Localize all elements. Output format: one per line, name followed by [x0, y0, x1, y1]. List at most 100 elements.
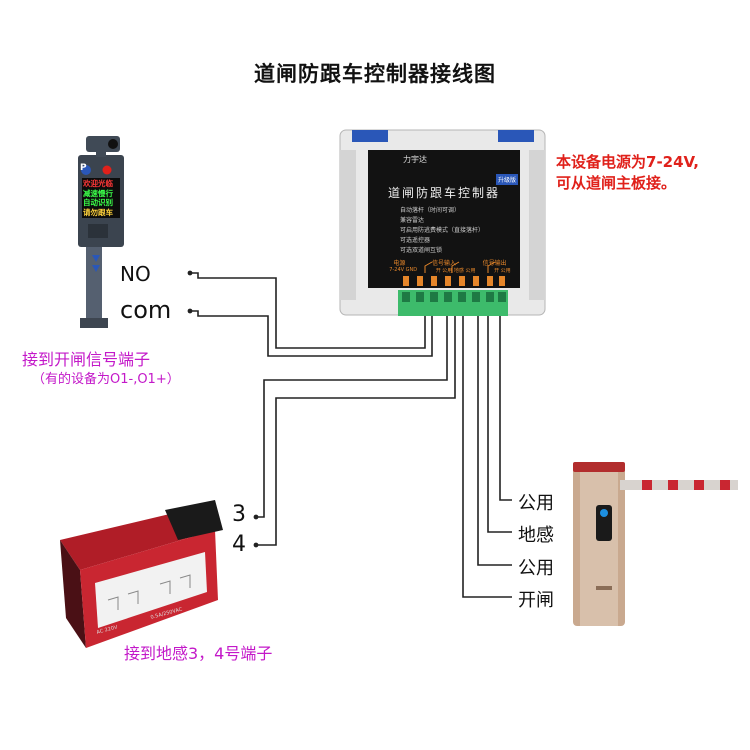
feature-item: 可选双道闸互锁 — [400, 247, 443, 254]
gate-logo-icon — [600, 509, 608, 517]
controller-header: 力宇达 — [403, 154, 488, 165]
terminal-sub-labels: 7-24V GND 开 公用 地感 公用 开 公用 — [380, 267, 520, 274]
controller-face — [368, 150, 520, 288]
wire-open — [462, 290, 512, 598]
terminal-screw — [486, 292, 494, 302]
dot-com — [187, 308, 193, 314]
feature-item: 兼容雷达 — [400, 217, 425, 224]
detector-side-left — [60, 540, 86, 648]
terminal-pin — [445, 276, 451, 286]
relay-contact — [424, 261, 433, 273]
dot-no — [187, 270, 193, 276]
arm-stripe — [720, 480, 730, 490]
gate-brand-plate — [596, 586, 612, 590]
wire-common-2 — [477, 290, 512, 566]
open-signal-subnote: （有的设备为O1-,O1+） — [32, 372, 180, 387]
pole-base — [80, 318, 108, 328]
wire-loop-4 — [256, 290, 456, 546]
terminal-pin — [403, 276, 409, 286]
label-loop: 地感 — [518, 525, 554, 546]
led-line: 减速慢行 — [83, 188, 113, 198]
relay-contact — [487, 261, 496, 273]
terminal-group-input: 信号输入 — [431, 260, 456, 267]
led-line: 请勿跟车 — [83, 207, 113, 217]
controller-brand: 力宇达 — [403, 155, 427, 164]
terminal-sub-output: 开 公用 — [494, 268, 511, 274]
wire-loop-out — [487, 290, 512, 533]
open-signal-note: 接到开闸信号端子 — [22, 350, 151, 369]
loop-detector-device — [60, 500, 223, 648]
detector-circuit-icon — [107, 574, 191, 610]
parking-p-mark: P — [80, 163, 87, 173]
terminal-group-power: 电源 — [393, 260, 406, 267]
feature-item: 可选遥控器 — [400, 237, 431, 244]
led-screen — [82, 178, 120, 218]
led-text-block: 欢迎光临 减速慢行 自动识别 请勿跟车 — [83, 179, 119, 217]
terminal-screw — [444, 292, 452, 302]
terminal-sub-input: 开 公用 地感 公用 — [435, 268, 476, 274]
terminal-pin — [487, 276, 493, 286]
label-open-gate: 开闸 — [518, 590, 554, 611]
wire-com — [190, 290, 433, 357]
gate-cap — [573, 462, 625, 472]
label-common-1: 公用 — [518, 493, 554, 514]
controller-unit — [339, 129, 546, 316]
terminal-pin — [417, 276, 423, 286]
circuit-line — [159, 580, 171, 594]
speaker-grille — [88, 224, 108, 238]
detector-label-panel — [95, 552, 207, 628]
label-com: com — [120, 296, 172, 324]
label-no: NO — [120, 262, 151, 286]
terminal-pin — [459, 276, 465, 286]
terminal-screw — [472, 292, 480, 302]
power-note-line1: 本设备电源为7-24V, — [556, 153, 699, 171]
label-terminal-4: 4 — [232, 532, 246, 557]
arm-stripe — [694, 480, 704, 490]
housing-clip-left — [352, 130, 388, 142]
detector-socket — [165, 500, 223, 540]
circuit-line — [127, 590, 139, 604]
terminal-pin — [499, 276, 505, 286]
camera-lens-icon — [108, 139, 118, 149]
indicator-light-icon — [102, 165, 112, 175]
pole-arrow-icon — [92, 265, 100, 272]
terminal-screw — [402, 292, 410, 302]
wire-no — [190, 272, 426, 349]
controller-badge: 升级版 — [496, 174, 519, 185]
terminal-group-labels: 电源 信号输入 信号输出 — [380, 258, 520, 267]
terminal-screw — [430, 292, 438, 302]
feature-item: 自动落杆（时间可调） — [400, 207, 461, 214]
pole-post — [86, 244, 102, 324]
housing-rail-right — [529, 150, 545, 300]
terminal-group-output: 信号输出 — [482, 260, 507, 267]
gate-cabinet-face — [580, 466, 618, 626]
dot-3 — [253, 514, 259, 520]
wire-loop-3 — [256, 290, 448, 518]
led-line: 自动识别 — [83, 198, 113, 207]
controller-feature-list: 自动落杆（时间可调） 兼容雷达 可启用防逃费模式（直接落杆） 可选遥控器 可选双… — [400, 206, 518, 256]
led-line: 欢迎光临 — [83, 179, 113, 188]
power-note-line2: 可从道闸主板接。 — [556, 174, 677, 192]
dot-4 — [253, 542, 259, 548]
diagram-title: 道闸防跟车控制器接线图 — [254, 62, 496, 86]
controller-name: 道闸防跟车控制器 — [387, 186, 500, 200]
pole-arrow-icon — [92, 255, 100, 262]
power-note: 本设备电源为7-24V, 可从道闸主板接。 — [556, 152, 699, 194]
label-common-2: 公用 — [518, 558, 554, 579]
camera-display-pole — [78, 136, 124, 328]
gate-display — [596, 505, 612, 541]
arm-stripe — [668, 480, 678, 490]
terminal-pin — [431, 276, 437, 286]
housing-rail-left — [340, 150, 356, 300]
wires — [190, 272, 512, 598]
circuit-line — [107, 596, 119, 610]
label-terminal-3: 3 — [232, 502, 246, 527]
circuit-line — [179, 574, 191, 588]
barrier-gate — [573, 462, 738, 626]
terminal-screw — [498, 292, 506, 302]
arm-stripe — [642, 480, 652, 490]
gate-arm — [620, 480, 738, 490]
wire-common-1 — [499, 290, 512, 501]
feature-item: 可启用防逃费模式（直接落杆） — [400, 227, 485, 234]
